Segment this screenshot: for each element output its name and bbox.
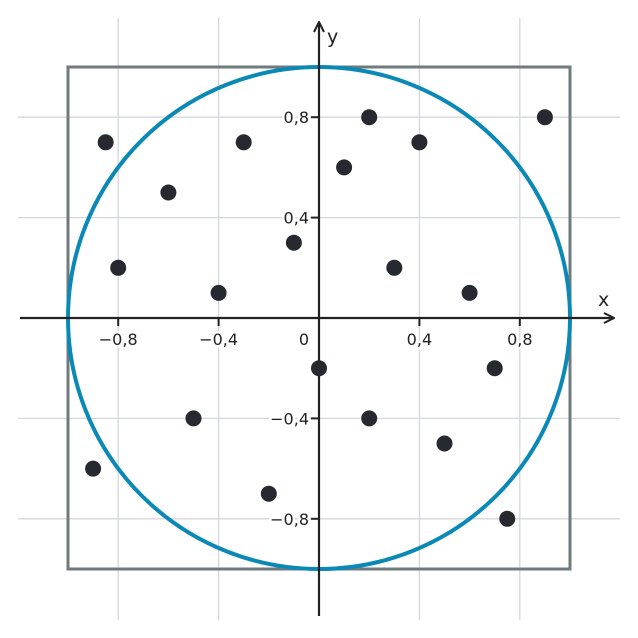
data-point: [361, 410, 378, 427]
x-tick-label: 0,8: [507, 330, 532, 349]
data-point: [210, 284, 227, 301]
x-axis-label: x: [598, 289, 609, 311]
x-tick-label: −0,4: [199, 330, 238, 349]
origin-label: 0: [299, 330, 309, 349]
axes: [20, 22, 614, 616]
data-point: [461, 284, 478, 301]
y-tick-label: 0,4: [284, 209, 309, 228]
data-point: [499, 510, 516, 527]
data-point: [185, 410, 202, 427]
data-point: [285, 234, 302, 251]
data-point: [235, 134, 252, 151]
y-tick-label: 0,8: [284, 108, 309, 127]
tick-labels: −0,8 −0,4 0,4 0,8 0,8 0,4 −0,4 −0,8 0 x y: [96, 24, 611, 532]
y-tick-label: −0,8: [270, 510, 309, 529]
data-point: [486, 360, 503, 377]
y-tick-label: −0,4: [270, 409, 309, 428]
data-point: [97, 134, 114, 151]
data-point: [85, 460, 102, 477]
y-axis-label: y: [327, 26, 338, 48]
data-point: [411, 134, 428, 151]
data-point: [536, 109, 553, 126]
data-point: [160, 184, 177, 201]
data-point: [361, 109, 378, 126]
data-point: [110, 259, 127, 276]
data-point: [260, 485, 277, 502]
data-point: [386, 259, 403, 276]
data-point: [436, 435, 453, 452]
data-point: [311, 360, 327, 377]
data-points: [85, 109, 553, 527]
x-tick-label: 0,4: [407, 330, 432, 349]
x-tick-label: −0,8: [99, 330, 138, 349]
data-point: [336, 159, 353, 176]
